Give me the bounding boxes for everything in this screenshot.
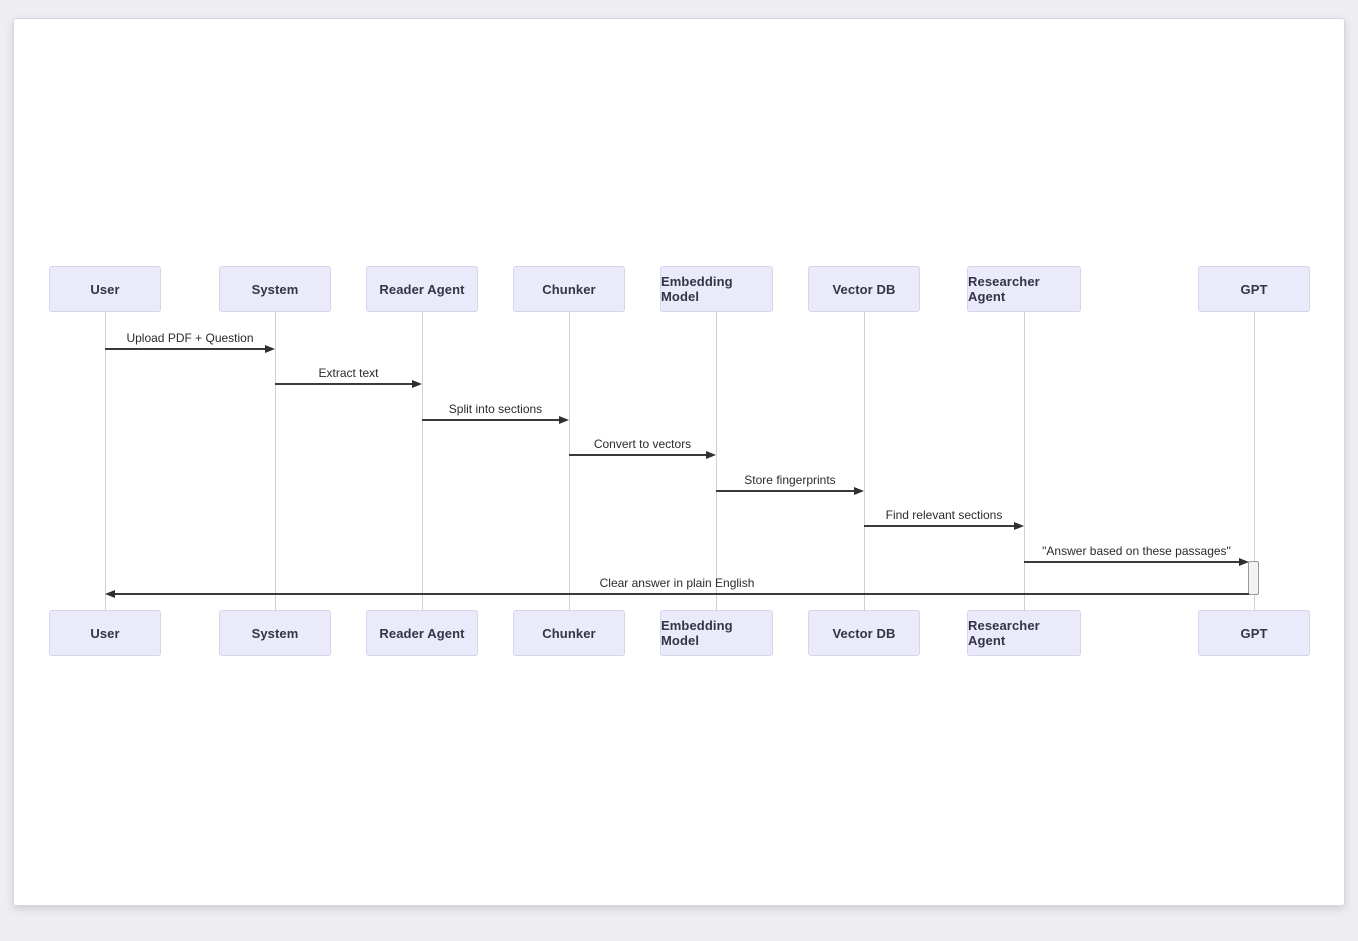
message-arrow-line	[115, 593, 1249, 595]
message-arrow-line	[864, 525, 1014, 527]
participant-box-vector-db-bottom: Vector DB	[808, 610, 920, 656]
activation-bar-gpt	[1248, 561, 1259, 595]
participant-box-gpt-top: GPT	[1198, 266, 1310, 312]
participant-box-user-top: User	[49, 266, 161, 312]
message-arrow-line	[716, 490, 854, 492]
participant-box-researcher-agent-bottom: Researcher Agent	[967, 610, 1081, 656]
lifeline-user	[105, 312, 106, 610]
participant-box-system-bottom: System	[219, 610, 331, 656]
lifeline-gpt	[1254, 312, 1255, 610]
arrowhead-icon	[1239, 558, 1249, 566]
diagram-canvas: User System Reader Agent Chunker Embeddi…	[13, 18, 1345, 906]
lifeline-vector-db	[864, 312, 865, 610]
participant-box-reader-agent-top: Reader Agent	[366, 266, 478, 312]
message-label: Clear answer in plain English	[599, 576, 755, 590]
arrowhead-icon	[105, 590, 115, 598]
participant-box-reader-agent-bottom: Reader Agent	[366, 610, 478, 656]
arrowhead-icon	[854, 487, 864, 495]
message-label: Find relevant sections	[885, 508, 1003, 522]
lifeline-chunker	[569, 312, 570, 610]
participant-box-gpt-bottom: GPT	[1198, 610, 1310, 656]
participant-box-chunker-top: Chunker	[513, 266, 625, 312]
arrowhead-icon	[412, 380, 422, 388]
lifeline-system	[275, 312, 276, 610]
participant-box-chunker-bottom: Chunker	[513, 610, 625, 656]
participant-box-researcher-agent-top: Researcher Agent	[967, 266, 1081, 312]
message-label: Convert to vectors	[593, 437, 692, 451]
sequence-diagram: User System Reader Agent Chunker Embeddi…	[14, 19, 1344, 905]
arrowhead-icon	[1014, 522, 1024, 530]
message-arrow-line	[275, 383, 412, 385]
lifeline-researcher-agent	[1024, 312, 1025, 610]
arrowhead-icon	[706, 451, 716, 459]
lifeline-embedding-model	[716, 312, 717, 610]
participant-box-vector-db-top: Vector DB	[808, 266, 920, 312]
arrowhead-icon	[559, 416, 569, 424]
participant-box-embedding-model-top: Embedding Model	[660, 266, 773, 312]
message-arrow-line	[105, 348, 265, 350]
participant-box-system-top: System	[219, 266, 331, 312]
message-label: Split into sections	[448, 402, 543, 416]
message-arrow-line	[1024, 561, 1239, 563]
participant-box-embedding-model-bottom: Embedding Model	[660, 610, 773, 656]
participant-box-user-bottom: User	[49, 610, 161, 656]
message-label: Upload PDF + Question	[126, 331, 254, 345]
lifeline-reader-agent	[422, 312, 423, 610]
message-label: "Answer based on these passages"	[1042, 544, 1231, 558]
message-arrow-line	[422, 419, 559, 421]
message-label: Store fingerprints	[744, 473, 836, 487]
arrowhead-icon	[265, 345, 275, 353]
message-arrow-line	[569, 454, 706, 456]
message-label: Extract text	[318, 366, 379, 380]
